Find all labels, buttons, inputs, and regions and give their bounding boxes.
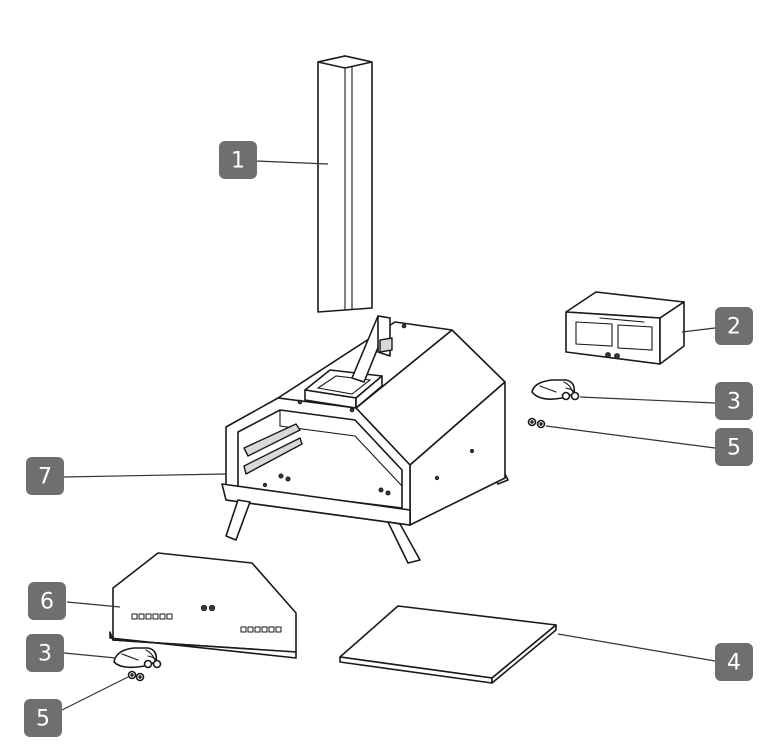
callout-1-badge: 1: [219, 141, 257, 179]
leader-4: [557, 633, 716, 662]
callout-2-badge: 2: [715, 307, 753, 345]
leader-3-left: [63, 652, 117, 659]
svg-text:5: 5: [727, 436, 741, 461]
leader-7: [63, 473, 227, 478]
nuts-left-part: [127, 670, 145, 682]
svg-text:2: 2: [727, 315, 741, 340]
leader-3-right: [579, 396, 716, 404]
callout-5-left-badge: 5: [24, 699, 62, 737]
oven-body-part: [221, 315, 509, 564]
leader-5-left: [61, 676, 129, 711]
svg-text:4: 4: [727, 651, 741, 676]
callout-5-right-badge: 5: [715, 428, 753, 466]
leader-lines: [61, 160, 716, 711]
vent-holes-right: [240, 626, 282, 633]
svg-text:3: 3: [727, 390, 741, 415]
handle-knob-right-part: [531, 379, 580, 401]
leader-5-right: [545, 425, 716, 449]
callout-3-left-badge: 3: [26, 634, 64, 672]
callout-3-right-badge: 3: [715, 382, 753, 420]
callout-7-badge: 7: [26, 457, 64, 495]
fuel-tray-part: [565, 291, 685, 365]
pizza-stone-part: [339, 605, 557, 684]
callout-6-badge: 6: [28, 582, 66, 620]
svg-text:6: 6: [40, 590, 54, 615]
chimney-part: [317, 55, 373, 313]
svg-text:7: 7: [38, 465, 52, 490]
svg-text:1: 1: [231, 149, 245, 174]
leader-1: [255, 160, 329, 165]
vent-holes-left: [131, 613, 173, 620]
svg-text:5: 5: [36, 707, 50, 732]
svg-text:3: 3: [38, 642, 52, 667]
callout-4-badge: 4: [715, 643, 753, 681]
leader-2: [681, 327, 716, 333]
front-door-part: [109, 552, 297, 659]
leader-6: [66, 601, 121, 608]
handle-knob-left-part: [113, 647, 162, 669]
nuts-right-part: [527, 417, 546, 429]
